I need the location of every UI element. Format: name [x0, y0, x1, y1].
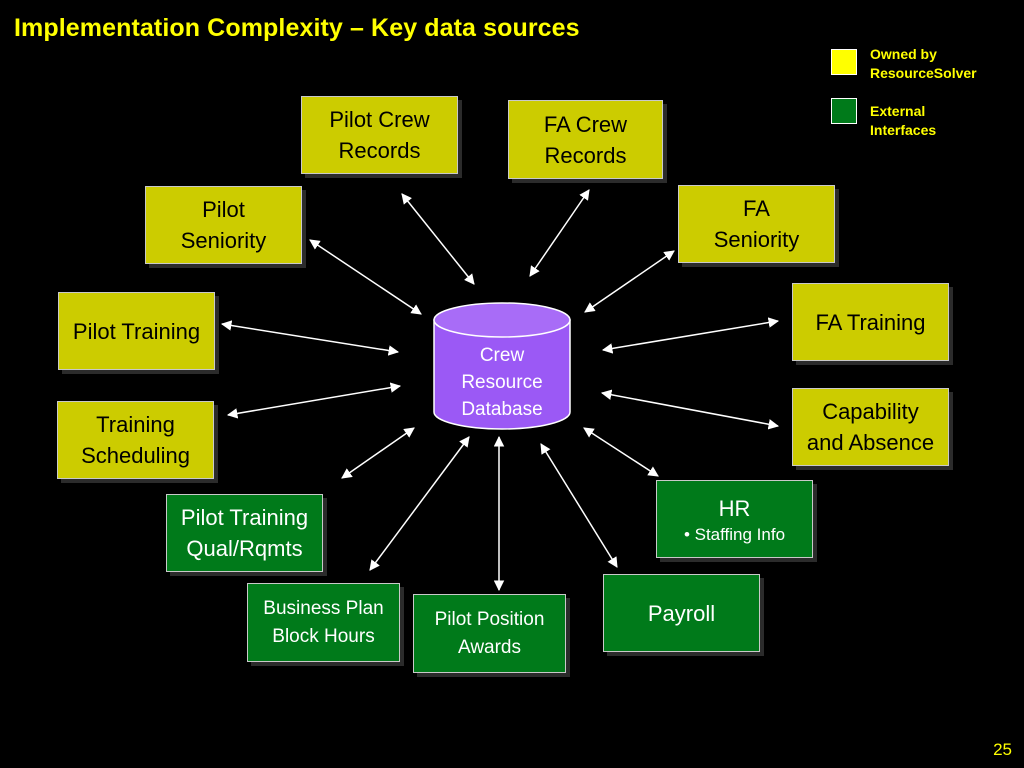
- arrow-pilot-training-qual: [341, 427, 415, 479]
- page-number: 25: [993, 740, 1012, 759]
- node-pilot-position-awards: Pilot Position Awards: [413, 594, 566, 673]
- node-label: Pilot Training Qual/Rqmts: [180, 505, 309, 561]
- node-label: Pilot Crew Records: [329, 107, 430, 163]
- node-training-scheduling: Training Scheduling: [57, 401, 214, 479]
- node-label: Pilot Position Awards: [434, 608, 545, 658]
- node-payroll: Payroll: [603, 574, 760, 652]
- node-label: Pilot Training: [72, 318, 201, 344]
- node-pilot-seniority: Pilot Seniority: [145, 186, 302, 264]
- node-fa-seniority: FA Seniority: [678, 185, 835, 263]
- legend-owned-swatch: [831, 49, 857, 75]
- arrow-pilot-training: [220, 320, 400, 356]
- arrow-training-scheduling: [226, 382, 402, 419]
- arrow-capability-absence: [600, 389, 780, 430]
- node-label: Pilot Seniority: [180, 197, 267, 253]
- node-capability-absence: Capability and Absence: [792, 388, 949, 466]
- node-hr: HR • Staffing Info: [656, 480, 813, 558]
- node-label: FA Training: [815, 309, 926, 335]
- legend-external-label: External Interfaces: [870, 103, 937, 138]
- arrow-fa-crew-records: [529, 189, 590, 277]
- node-label: Capability and Absence: [806, 399, 935, 455]
- arrow-business-plan: [369, 436, 470, 571]
- node-sublabel: • Staffing Info: [683, 524, 786, 544]
- arrow-hr: [583, 427, 659, 477]
- node-business-plan: Business Plan Block Hours: [247, 583, 400, 662]
- legend-external-swatch: [831, 98, 857, 124]
- node-label: Business Plan Block Hours: [263, 597, 384, 647]
- legend-owned-label: Owned by ResourceSolver: [870, 46, 977, 81]
- node-fa-training: FA Training: [792, 283, 949, 361]
- slide-title: Implementation Complexity – Key data sou…: [14, 14, 580, 42]
- arrow-pilot-seniority: [309, 239, 422, 315]
- node-pilot-crew-records: Pilot Crew Records: [301, 96, 458, 174]
- node-label: Training Scheduling: [81, 412, 190, 468]
- arrow-fa-training: [601, 317, 780, 354]
- node-label: FA Crew Records: [543, 111, 628, 168]
- node-label: FA Seniority: [713, 196, 800, 252]
- crew-resource-database-cylinder: [433, 302, 571, 430]
- arrow-pilot-crew-records: [401, 193, 475, 285]
- node-pilot-training: Pilot Training: [58, 292, 215, 370]
- database-label: Crew Resource Database: [461, 345, 543, 420]
- node-pilot-training-qual: Pilot Training Qual/Rqmts: [166, 494, 323, 572]
- arrow-payroll: [540, 443, 618, 568]
- arrow-fa-seniority: [584, 250, 675, 313]
- node-label: Payroll: [647, 600, 716, 626]
- node-label: HR: [718, 495, 751, 521]
- node-fa-crew-records: FA Crew Records: [508, 100, 663, 179]
